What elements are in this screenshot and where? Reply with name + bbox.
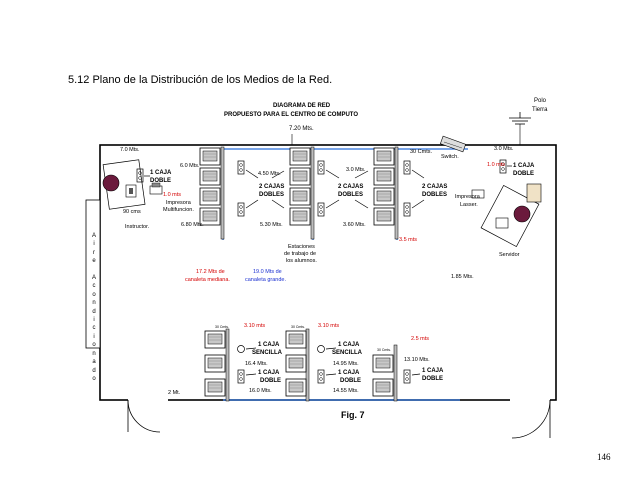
box-two-a-1: 2 CAJAS xyxy=(259,184,285,190)
diagram-title-line1: DIAGRAMA DE RED xyxy=(273,103,331,109)
server-label: Servidor xyxy=(499,252,520,258)
workstations-upper xyxy=(199,147,395,226)
blue-19-0-line2: canaleta grande. xyxy=(245,277,286,283)
measure-5-30: 5.30 Mts. xyxy=(260,222,283,228)
instructor-station xyxy=(102,159,163,210)
measure-16-4: 16.4 Mts. xyxy=(245,361,268,367)
blue-19-0-line1: 19.0 Mts de xyxy=(253,269,282,275)
box-sencilla-b-2: SENCILLA xyxy=(332,350,362,356)
measure-3-0-right: 3.0 Mts. xyxy=(494,146,514,152)
red-3-5: 3.5 mts xyxy=(399,237,418,243)
box-two-c-2: DOBLES xyxy=(422,192,448,198)
workstations-lower xyxy=(204,330,394,397)
red-1-0-left: 1.0 mts xyxy=(163,192,182,198)
outlet-sencilla-b xyxy=(317,345,325,353)
red-17-2-line1: 17.2 Mts de xyxy=(196,269,225,275)
ground-label-line1: Polo xyxy=(534,98,547,104)
printer-multi-label-1: Impresora xyxy=(166,200,191,206)
measure-14-95: 14.95 Mts. xyxy=(333,361,359,367)
section-heading: 5.12 Plano de la Distribución de los Med… xyxy=(68,74,333,86)
box-sencilla-a-1: 1 CAJA xyxy=(258,342,280,348)
box-doble-c-2: DOBLE xyxy=(422,376,443,382)
server-station xyxy=(471,183,542,248)
box-sencilla-a-2: SENCILLA xyxy=(252,350,282,356)
pointer-arrows xyxy=(144,165,512,376)
instructor-label: Instructor. xyxy=(125,224,150,230)
box-two-b-2: DOBLES xyxy=(338,192,364,198)
measure-14-55: 14.55 Mts. xyxy=(333,388,359,394)
door-gap-right xyxy=(510,396,550,403)
outlet-sencilla-a xyxy=(237,345,245,353)
box-doble-a-1: 1 CAJA xyxy=(258,370,280,376)
box-doble-b-1: 1 CAJA xyxy=(338,370,360,376)
measure-30cmts-small-2: 30 Cmts. xyxy=(291,325,306,329)
red-3-10-b: 3.10 mts xyxy=(318,323,340,329)
top-width-measure: 7.20 Mts. xyxy=(289,126,314,132)
stations-label-3: los alumnos. xyxy=(286,258,317,264)
desk-columns xyxy=(220,146,399,402)
printer-laser-label-1: Impresora xyxy=(455,194,480,200)
measure-3-0: 3.0 Mts. xyxy=(346,167,366,173)
diagram-title-line2: PROPUESTO PARA EL CENTRO DE COMPUTO xyxy=(224,112,359,118)
measure-1-85: 1.85 Mts. xyxy=(451,274,474,280)
door-swing-right xyxy=(511,399,551,439)
air-conditioner-panel xyxy=(85,199,101,349)
measure-6-80: 6.80 Mts. xyxy=(181,222,204,228)
box-two-c-1: 2 CAJAS xyxy=(422,184,448,190)
door-swing-left xyxy=(127,399,161,433)
box-doble-c-1: 1 CAJA xyxy=(422,368,444,374)
box-two-b-1: 2 CAJAS xyxy=(338,184,364,190)
measure-4-50: 4.50 Mts. xyxy=(258,171,281,177)
door-gap-left xyxy=(128,396,168,403)
red-17-2-line2: canaleta mediana. xyxy=(185,277,230,283)
box-left-double-1: 1 CAJA xyxy=(150,170,172,176)
box-doble-a-2: DOBLE xyxy=(260,378,281,384)
box-left-double-2: DOBLE xyxy=(150,178,171,184)
measure-2: 2 Mt. xyxy=(168,390,181,396)
ground-label-line2: Tierra xyxy=(532,107,548,113)
measure-13-10: 13.10 Mts. xyxy=(404,357,430,363)
switch-label: Switch. xyxy=(441,154,459,160)
box-doble-b-2: DOBLE xyxy=(340,378,361,384)
measure-30cmts-small-3: 30 Cmts. xyxy=(377,348,392,352)
measure-30cmts-small-1: 30 Cmts. xyxy=(215,325,230,329)
printer-multi-label-2: Multifuncion. xyxy=(163,207,194,213)
measure-90cms: 90 cms xyxy=(123,209,141,215)
box-right-double-2: DOBLE xyxy=(513,171,534,177)
measure-6-0: 6.0 Mts. xyxy=(180,163,200,169)
page-number: 146 xyxy=(597,452,611,462)
stations-label-1: Estaciones xyxy=(288,244,315,250)
red-3-10-a: 3.10 mts xyxy=(244,323,266,329)
measure-7-0: 7.0 Mts. xyxy=(120,147,140,153)
stations-label-2: de trabajo de xyxy=(284,251,317,257)
ground-symbol xyxy=(509,112,531,125)
box-sencilla-b-1: 1 CAJA xyxy=(338,342,360,348)
printer-laser-label-2: Lasser. xyxy=(460,202,478,208)
red-1-0-right: 1.0 mts xyxy=(487,162,506,168)
box-right-double-1: 1 CAJA xyxy=(513,163,535,169)
measure-30cmts: 30 Cmts. xyxy=(410,149,433,155)
measure-16-0: 16.0 Mts. xyxy=(249,388,272,394)
figure-caption: Fig. 7 xyxy=(341,410,365,420)
red-2-5: 2.5 mts xyxy=(411,336,430,342)
box-two-a-2: DOBLES xyxy=(259,192,285,198)
measure-3-60: 3.60 Mts. xyxy=(343,222,366,228)
switch-device xyxy=(439,135,467,153)
